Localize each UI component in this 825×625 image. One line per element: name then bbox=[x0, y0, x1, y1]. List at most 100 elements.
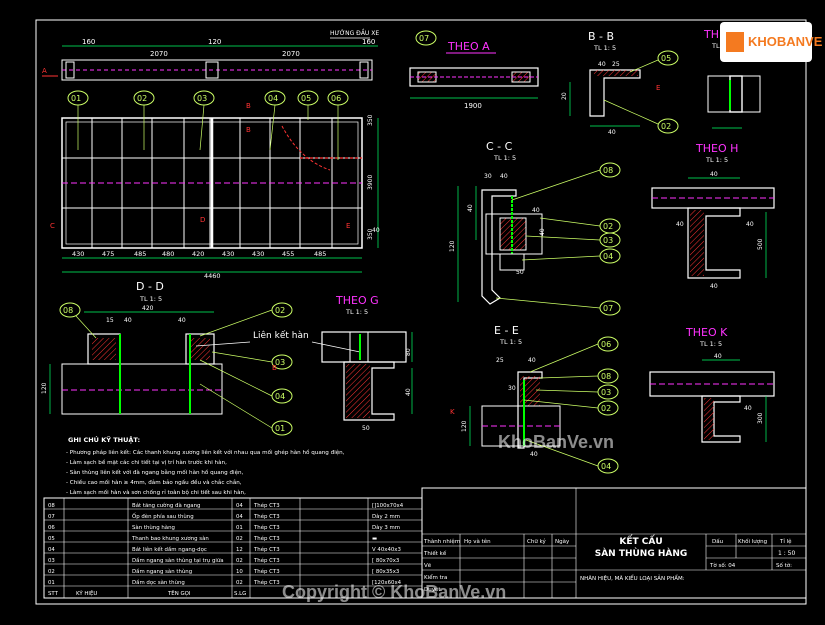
table-cell: []100x70x4 bbox=[372, 503, 404, 509]
part-bubble: 04 bbox=[275, 392, 285, 401]
table-cell: Thép CT3 bbox=[253, 502, 280, 509]
table-cell: Thép CT3 bbox=[253, 546, 280, 553]
part-bubble: 02 bbox=[137, 94, 147, 103]
part-bubble: 01 bbox=[71, 94, 81, 103]
sheet-number: Tờ số: 04 bbox=[709, 562, 736, 569]
table-cell: Dày 2 mm bbox=[372, 513, 400, 520]
scale-value: 1 : 50 bbox=[778, 550, 795, 557]
side-elevation: 160 2070 120 2070 160 HƯỚNG ĐẦU XE A bbox=[42, 29, 379, 81]
weld-callout: Liên kết hàn bbox=[253, 330, 309, 341]
table-cell: Thép CT3 bbox=[253, 535, 280, 542]
role-label: Thiết kế bbox=[423, 550, 447, 557]
section-mark: D bbox=[200, 216, 205, 224]
table-cell: 03 bbox=[48, 558, 55, 564]
view-title: B - B bbox=[588, 30, 614, 43]
dim-text: 160 bbox=[362, 38, 375, 46]
dim-text: 15 bbox=[106, 317, 114, 324]
dim-text: 40 bbox=[714, 353, 722, 360]
dim-text: 455 bbox=[282, 250, 294, 258]
part-bubble: 02 bbox=[275, 306, 285, 315]
part-bubble: 03 bbox=[603, 236, 613, 245]
watermark-text: KhoBanVe.vn bbox=[498, 432, 615, 452]
part-bubble: 02 bbox=[661, 122, 671, 131]
dim-text: 160 bbox=[82, 38, 95, 46]
dim-text: 40 bbox=[532, 207, 540, 214]
note-line: - Chiều cao mối hàn ≥ 4mm, đảm bảo ngấu … bbox=[66, 478, 242, 486]
part-bubble: 05 bbox=[661, 54, 671, 63]
part-bubble: 07 bbox=[419, 34, 429, 43]
view-scale: TL 1: 5 bbox=[593, 44, 616, 52]
drawing-title: KẾT CẤU bbox=[619, 534, 662, 547]
part-bubble: 03 bbox=[197, 94, 207, 103]
table-cell: Ốp đèn phía sau thùng bbox=[132, 512, 194, 520]
view-theo-h: THEO H TL 1: 5 40 40 40 40 500 bbox=[651, 142, 775, 290]
dim-text: 485 bbox=[134, 250, 146, 258]
product-label: NHÃN HIỆU, MÃ KIỂU LOẠI SẢN PHẨM: bbox=[580, 574, 685, 582]
plan-view: 01 02 03 04 05 06 B B C D E 430 475 485 … bbox=[50, 90, 380, 280]
table-header: TÊN GỌI bbox=[167, 589, 191, 597]
dim-text: 480 bbox=[162, 250, 174, 258]
table-cell: 04 bbox=[236, 514, 243, 520]
view-theo-a: 07 THEO A 1900 bbox=[409, 30, 539, 110]
table-cell: Bát tăng cường đà ngang bbox=[132, 502, 200, 509]
dim-text: 30 bbox=[484, 173, 492, 180]
house-icon bbox=[726, 32, 744, 52]
view-title: THEO K bbox=[685, 326, 728, 339]
table-cell: 02 bbox=[48, 569, 55, 575]
dim-text: 40 bbox=[530, 451, 538, 458]
part-bubble: 04 bbox=[601, 462, 611, 471]
part-bubble: 08 bbox=[63, 306, 73, 315]
dim-text: 40 bbox=[405, 388, 412, 396]
view-b-b: B - B TL 1: 5 40 25 20 40 05 02 E bbox=[561, 30, 679, 136]
dim-text: 120 bbox=[41, 382, 48, 394]
dim-text: 25 bbox=[612, 61, 620, 68]
dim-text: 4460 bbox=[204, 272, 221, 280]
table-cell: [ 80x70x3 bbox=[372, 558, 399, 564]
part-bubble: 06 bbox=[331, 94, 341, 103]
label: Tỉ lệ bbox=[779, 538, 792, 545]
dim-text: 40 bbox=[598, 61, 606, 68]
table-cell: 05 bbox=[48, 536, 55, 542]
col-label: Chữ ký bbox=[527, 538, 547, 545]
table-cell: 04 bbox=[48, 547, 55, 553]
drawing-frame bbox=[35, 19, 807, 605]
col-label: Ngày bbox=[555, 538, 570, 545]
table-cell: 08 bbox=[48, 503, 55, 509]
dim-text: 1900 bbox=[464, 102, 482, 110]
dim-text: 485 bbox=[314, 250, 326, 258]
technical-notes: GHI CHÚ KỸ THUẬT: - Phương pháp liên kết… bbox=[66, 435, 345, 496]
view-theo-g: THEO G TL 1: 5 80 40 50 bbox=[321, 294, 413, 432]
table-cell: ▬ bbox=[372, 536, 377, 542]
dim-text: 40 bbox=[467, 204, 474, 212]
section-mark: A bbox=[42, 67, 47, 75]
table-cell: Thép CT3 bbox=[253, 513, 280, 520]
dim-text: 40 bbox=[608, 129, 616, 136]
note-line: - Phương pháp liên kết: Các thanh khung … bbox=[66, 448, 345, 456]
role-label: Vẽ bbox=[424, 563, 432, 569]
dim-text: 300 bbox=[757, 412, 764, 424]
table-cell: 12 bbox=[236, 547, 243, 553]
view-d-d: D - D TL 1: 5 420 15 40 40 120 08 02 03 … bbox=[41, 280, 361, 436]
dim-text: 40 bbox=[710, 283, 718, 290]
logo-text: KHOBANVE bbox=[748, 34, 823, 49]
dim-text: 40 bbox=[500, 173, 508, 180]
part-bubble: 08 bbox=[601, 372, 611, 381]
dim-text: 120 bbox=[208, 38, 221, 46]
dim-text: 420 bbox=[192, 250, 204, 258]
dim-text: 350 bbox=[367, 228, 374, 240]
table-header: KÝ HIỆU bbox=[76, 589, 97, 597]
dim-text: 40 bbox=[676, 221, 684, 228]
part-bubble: 05 bbox=[301, 94, 311, 103]
dim-text: 40 bbox=[710, 171, 718, 178]
dim-text: 30 bbox=[508, 385, 516, 392]
table-cell: 02 bbox=[236, 536, 243, 542]
view-scale: TL 1: 5 bbox=[493, 154, 516, 162]
table-cell: [120x60x4 bbox=[372, 580, 402, 586]
dim-text: 80 bbox=[405, 348, 412, 356]
view-e-e: E - E TL 1: 5 25 40 30 120 40 06 08 03 0… bbox=[450, 324, 619, 474]
note-line: - Sàn thùng liên kết với đà ngang bằng m… bbox=[66, 468, 244, 476]
dim-text: 430 bbox=[222, 250, 234, 258]
table-cell: Bát liên kết dầm ngang-dọc bbox=[132, 545, 207, 553]
dim-text: 420 bbox=[142, 305, 154, 312]
dim-text: 475 bbox=[102, 250, 114, 258]
